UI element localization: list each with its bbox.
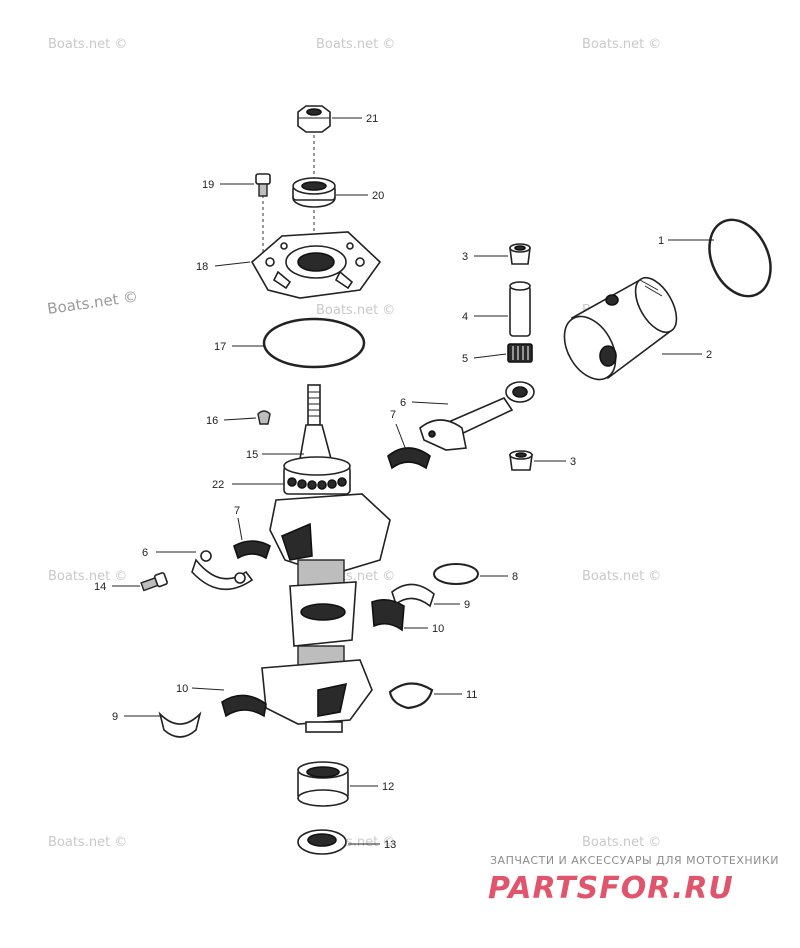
callout-13: 13 [384,839,396,851]
watermark: Boats.net © [316,37,395,52]
part-3-bushing [509,243,531,265]
part-21-nut [297,105,331,133]
callout-11: 11 [466,689,477,701]
callout-6-rod: 6 [400,397,406,409]
brand-tagline: ЗАПЧАСТИ И АКСЕССУАРЫ ДЛЯ МОТОТЕХНИКИ [490,854,779,867]
part-10-needle-cage [371,598,405,632]
part-9-bearing-race [158,711,202,738]
part-14-screw [140,572,168,592]
callout-21: 21 [366,113,378,125]
callout-15: 15 [246,449,258,461]
part-19-bolt [255,173,271,197]
part-1-piston-ring [708,218,772,298]
callout-12: 12 [382,781,394,793]
callout-6-cap: 6 [142,547,148,559]
part-12-roller-bearing [297,761,349,807]
part-13-seal [297,829,347,855]
part-10-needle-cage [221,694,267,718]
callout-19: 19 [202,179,214,191]
part-8-retaining-ring [433,563,479,585]
callout-3-top: 3 [462,251,468,263]
part-20-seal [292,177,336,208]
watermark: Boats.net © [48,37,127,52]
callout-1: 1 [658,235,664,247]
callout-labels: 21 20 19 18 17 16 15 22 3 4 5 6 3 7 1 2 … [94,113,712,851]
callout-7-right: 7 [390,409,396,421]
callout-14: 14 [94,581,106,593]
part-6-rod-cap [191,550,254,591]
callout-4: 4 [462,311,468,323]
part-7-bearing-cage [387,447,431,470]
callout-10-right: 10 [432,623,444,635]
part-3-bushing [509,450,533,471]
part-22-ball-bearing [283,456,351,495]
callout-22: 22 [212,479,224,491]
watermark: Boats.net © [46,287,139,318]
callout-9-left: 9 [112,711,118,723]
callout-17: 17 [214,341,226,353]
watermarks: Boats.net © Boats.net © Boats.net © Boat… [46,37,661,850]
watermark: Boats.net © [48,569,127,584]
part-4-wrist-pin [509,281,531,337]
part-18-bearing-plate [250,231,382,299]
brand-name: PARTSFOR.RU [488,871,734,906]
callout-18: 18 [196,261,208,273]
watermark: Boats.net © [582,569,661,584]
callout-16: 16 [206,415,218,427]
part-11-retaining-ring [388,682,434,710]
callout-2: 2 [706,349,712,361]
part-2-piston [563,277,678,381]
crankshaft-body [261,493,391,733]
callout-7-left: 7 [234,505,240,517]
part-9-bearing-race [391,583,435,608]
part-5-needle-bearing [507,343,533,363]
watermark: Boats.net © [582,835,661,850]
callout-8: 8 [512,571,518,583]
watermark: Boats.net © [582,37,661,52]
watermark: Boats.net © [48,835,127,850]
callout-20: 20 [372,190,384,202]
callout-9-right: 9 [464,599,470,611]
brand-logo: ЗАПЧАСТИ И АКСЕССУАРЫ ДЛЯ МОТОТЕХНИКИ PA… [488,854,779,906]
leader-lines [112,117,714,845]
part-7-bearing-cage [233,540,271,560]
part-16-key [257,410,271,425]
watermark: Boats.net © [316,303,395,318]
callout-5: 5 [462,353,468,365]
callout-10-left: 10 [176,683,188,695]
callout-3-bottom: 3 [570,456,576,468]
part-6-connecting-rod [419,381,535,451]
part-17-oring [262,317,366,369]
